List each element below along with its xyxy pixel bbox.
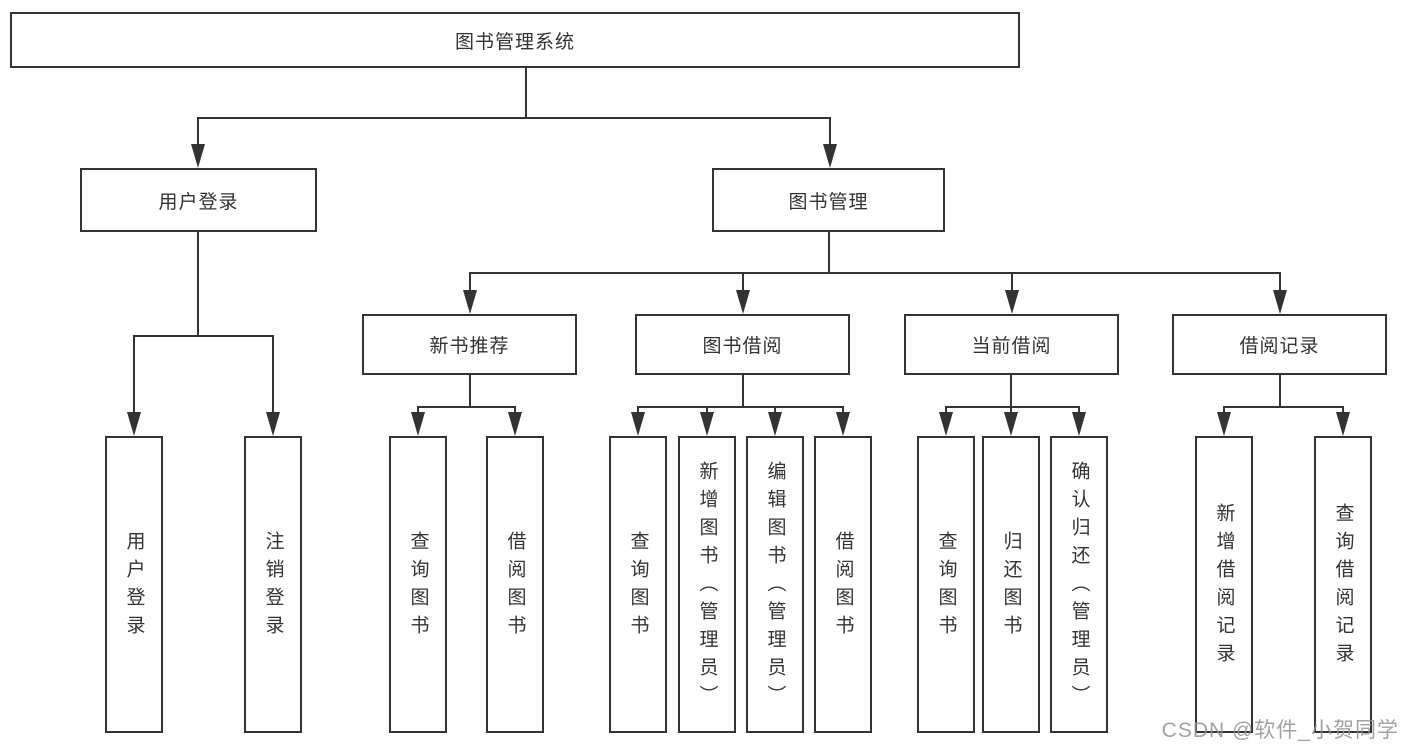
arrowhead-icon xyxy=(631,412,645,436)
arrowhead-icon xyxy=(191,144,205,168)
connector-current-borrowing-hline xyxy=(945,406,1080,408)
connector-branch xyxy=(1223,406,1225,414)
connector-branch-leaf-user-login xyxy=(133,335,135,413)
connector-book-management-hline xyxy=(469,272,1281,274)
connector-root-stem xyxy=(525,68,527,118)
connector-branch xyxy=(774,406,776,414)
connector-branch xyxy=(945,406,947,414)
arrowhead-icon xyxy=(768,412,782,436)
node-new-book-recommend: 新书推荐 xyxy=(362,314,577,375)
connector-branch-book-management xyxy=(829,117,831,147)
arrowhead-icon xyxy=(411,412,425,436)
connector-branch xyxy=(1078,406,1080,414)
connector-new-book-stem xyxy=(469,375,471,408)
watermark: CSDN @软件_小贺同学 xyxy=(1161,719,1399,742)
arrowhead-icon xyxy=(266,412,280,436)
connector-user-login-hline xyxy=(133,335,274,337)
connector-root-hline xyxy=(197,117,831,119)
node-current-borrowing: 当前借阅 xyxy=(904,314,1119,375)
connector-borrowing-records-stem xyxy=(1279,375,1281,408)
connector-branch xyxy=(637,406,639,414)
arrowhead-icon xyxy=(736,290,750,314)
node-library-management-system: 图书管理系统 xyxy=(10,12,1020,68)
connector-branch xyxy=(1342,406,1344,414)
connector-branch-current-borrowing xyxy=(1011,272,1013,292)
arrowhead-icon xyxy=(463,290,477,314)
connector-branch xyxy=(514,406,516,414)
connector-book-borrowing-hline xyxy=(637,406,844,408)
leaf-user-login: 用户登录 xyxy=(105,436,163,733)
leaf-borrow-books-1: 借阅图书 xyxy=(486,436,544,733)
node-user-login: 用户登录 xyxy=(80,168,317,232)
arrowhead-icon xyxy=(127,412,141,436)
connector-book-borrowing-stem xyxy=(742,375,744,408)
arrowhead-icon xyxy=(836,412,850,436)
connector-branch xyxy=(417,406,419,414)
node-book-borrowing: 图书借阅 xyxy=(635,314,850,375)
connector-branch-user-login xyxy=(197,117,199,147)
arrowhead-icon xyxy=(939,412,953,436)
leaf-edit-book-admin: 编辑图书（管理员） xyxy=(746,436,804,733)
connector-branch-borrowing-records xyxy=(1279,272,1281,292)
connector-branch xyxy=(706,406,708,414)
connector-borrowing-records-hline xyxy=(1223,406,1344,408)
connector-branch-new-book xyxy=(469,272,471,292)
leaf-add-book-admin: 新增图书（管理员） xyxy=(678,436,736,733)
leaf-query-borrow-record: 查询借阅记录 xyxy=(1314,436,1372,733)
node-book-management: 图书管理 xyxy=(712,168,945,232)
leaf-query-books-1: 查询图书 xyxy=(389,436,447,733)
leaf-add-borrow-record: 新增借阅记录 xyxy=(1195,436,1253,733)
arrowhead-icon xyxy=(1273,290,1287,314)
connector-current-borrowing-stem xyxy=(1010,375,1012,408)
connector-branch-leaf-logout xyxy=(272,335,274,413)
arrowhead-icon xyxy=(508,412,522,436)
arrowhead-icon xyxy=(1004,412,1018,436)
connector-book-management-stem xyxy=(828,232,830,274)
connector-user-login-stem xyxy=(197,232,199,336)
arrowhead-icon xyxy=(1072,412,1086,436)
connector-branch-book-borrowing xyxy=(742,272,744,292)
leaf-confirm-return-admin: 确认归还（管理员） xyxy=(1050,436,1108,733)
arrowhead-icon xyxy=(1217,412,1231,436)
leaf-query-books-2: 查询图书 xyxy=(609,436,667,733)
leaf-return-books: 归还图书 xyxy=(982,436,1040,733)
connector-branch xyxy=(1010,406,1012,414)
arrowhead-icon xyxy=(700,412,714,436)
node-borrowing-records: 借阅记录 xyxy=(1172,314,1387,375)
leaf-query-books-3: 查询图书 xyxy=(917,436,975,733)
leaf-borrow-books-2: 借阅图书 xyxy=(814,436,872,733)
connector-new-book-hline xyxy=(417,406,516,408)
arrowhead-icon xyxy=(1336,412,1350,436)
connector-branch xyxy=(842,406,844,414)
arrowhead-icon xyxy=(1005,290,1019,314)
arrowhead-icon xyxy=(823,144,837,168)
leaf-logout: 注销登录 xyxy=(244,436,302,733)
